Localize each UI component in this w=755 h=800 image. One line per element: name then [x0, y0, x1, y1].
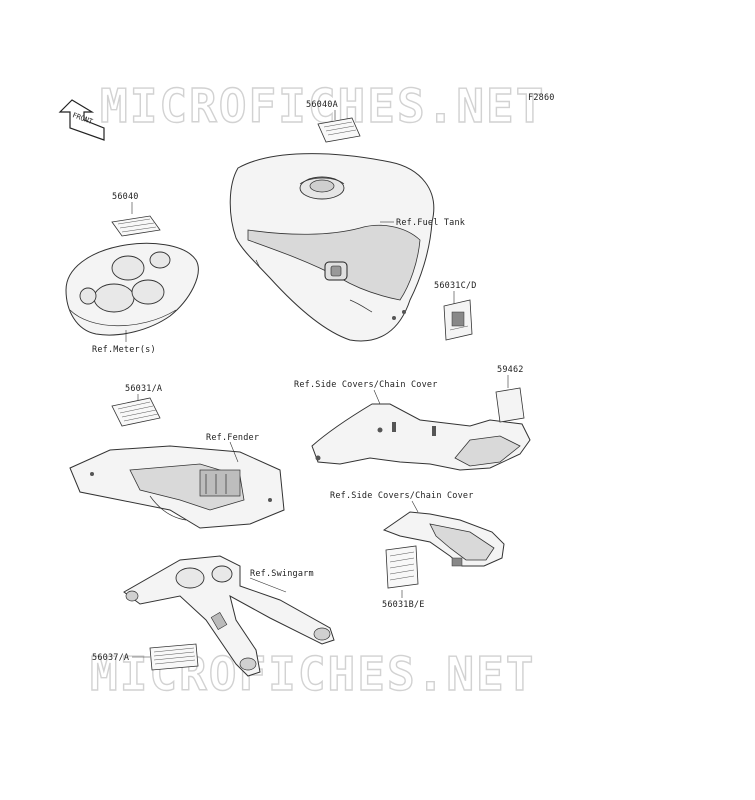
decal-56037A-icon	[149, 643, 199, 671]
fuel-tank-icon	[229, 153, 435, 342]
label-ref-meter: Ref.Meter(s)	[92, 345, 156, 355]
label-56031A: 56031/A	[125, 384, 162, 394]
label-ref-fender: Ref.Fender	[206, 433, 259, 443]
label-ref-swingarm: Ref.Swingarm	[250, 569, 314, 579]
label-56037A: 56037/A	[92, 653, 129, 663]
decal-56040A-icon	[317, 117, 361, 143]
front-arrow-icon: FRONT	[58, 99, 105, 141]
label-56031CD: 56031C/D	[434, 281, 477, 291]
label-ref-side-covers-1: Ref.Side Covers/Chain Cover	[294, 380, 438, 390]
swingarm-icon	[123, 555, 335, 677]
chain-cover-icon	[382, 511, 505, 567]
figure-code: F2860	[528, 93, 555, 103]
label-56031BE: 56031B/E	[382, 600, 425, 610]
label-ref-side-covers-2: Ref.Side Covers/Chain Cover	[330, 491, 474, 501]
decal-56031CD-icon	[443, 299, 473, 341]
label-56040: 56040	[112, 192, 139, 202]
label-59462: 59462	[497, 365, 524, 375]
fender-icon	[69, 445, 285, 529]
label-ref-fuel-tank: Ref.Fuel Tank	[396, 218, 465, 228]
decal-56031A-icon	[111, 397, 161, 427]
decal-56031BE-icon	[385, 545, 419, 589]
label-56040A: 56040A	[306, 100, 338, 110]
side-covers-icon	[311, 403, 531, 471]
decal-59462-icon	[495, 387, 525, 423]
decal-56040-icon	[111, 215, 161, 237]
meter-panel-icon	[65, 242, 199, 336]
